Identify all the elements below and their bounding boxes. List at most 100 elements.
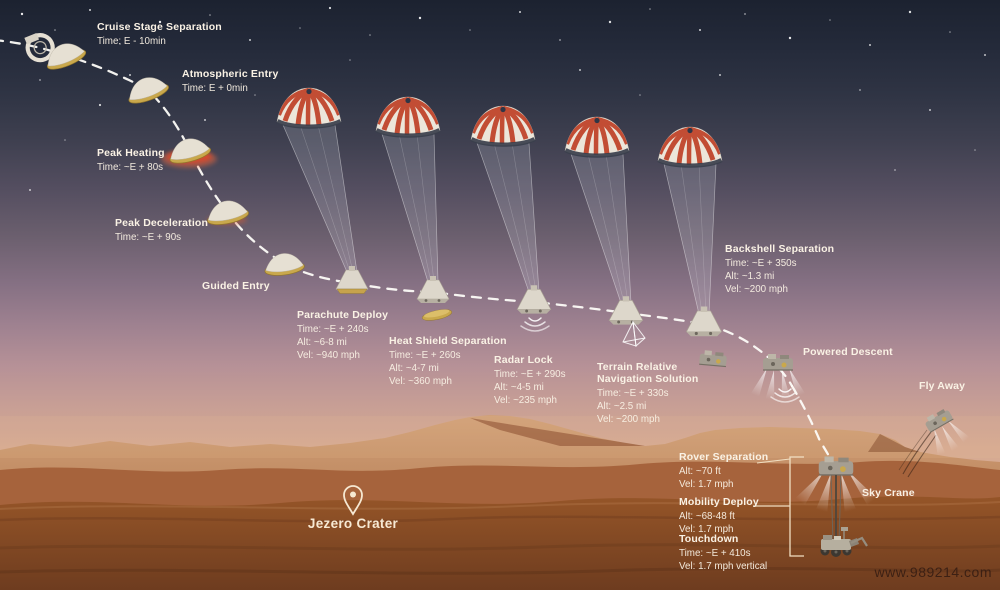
stage-vel: Vel: ~235 mph bbox=[494, 395, 557, 406]
label-peak-deceleration: Peak Deceleration Time: ~E + 90s bbox=[115, 217, 208, 244]
stage-time: Time: ~E + 410s bbox=[679, 548, 751, 559]
label-cruise-stage-separation: Cruise Stage Separation Time: E - 10min bbox=[97, 21, 222, 48]
label-parachute-deploy: Parachute Deploy Time: ~E + 240s Alt: ~6… bbox=[297, 309, 388, 362]
star bbox=[929, 109, 931, 111]
stage-title: Fly Away bbox=[919, 380, 966, 392]
star bbox=[984, 54, 986, 56]
label-backshell-separation: Backshell Separation Time: ~E + 350s Alt… bbox=[725, 243, 834, 296]
stage-vel: Vel: ~360 mph bbox=[389, 376, 452, 387]
peak-heating-capsule bbox=[161, 133, 217, 168]
foreground bbox=[343, 405, 970, 557]
stage-vel: Vel: ~200 mph bbox=[597, 414, 660, 425]
falling-heat-shield bbox=[422, 309, 452, 321]
cruise-stage-vehicle bbox=[24, 32, 89, 74]
sky-crane-vehicle bbox=[795, 455, 877, 557]
star bbox=[158, 20, 162, 24]
rover bbox=[820, 527, 868, 557]
label-powered-descent: Powered Descent bbox=[803, 346, 893, 360]
star bbox=[974, 149, 976, 151]
stage-time: Time: ~E + 90s bbox=[115, 232, 182, 243]
parachute-4 bbox=[565, 117, 646, 347]
label-rover-separation: Rover Separation Alt: ~70 ft Vel: 1.7 mp… bbox=[679, 451, 768, 491]
terrain bbox=[0, 415, 1000, 590]
stage-time: Time: E + 0min bbox=[182, 83, 248, 94]
stage-alt: Alt: ~4-7 mi bbox=[389, 363, 439, 374]
star bbox=[204, 119, 206, 121]
pyramid-marker-icon bbox=[622, 321, 646, 347]
stage-vel: Vel: 1.7 mph bbox=[679, 524, 734, 535]
stage-vel: Vel: 1.7 mph bbox=[679, 479, 734, 490]
label-atmospheric-entry: Atmospheric Entry Time: E + 0min bbox=[182, 68, 279, 95]
star bbox=[649, 8, 651, 10]
location-pin-icon bbox=[343, 485, 363, 516]
star bbox=[608, 20, 612, 24]
stage-title: Heat Shield Separation bbox=[389, 335, 507, 347]
star bbox=[299, 27, 301, 29]
stage-alt: Alt: ~70 ft bbox=[679, 466, 721, 477]
parachute-3 bbox=[471, 106, 552, 332]
star bbox=[89, 9, 91, 11]
star bbox=[894, 169, 896, 171]
star bbox=[54, 29, 56, 31]
parachute-2 bbox=[376, 97, 452, 321]
star bbox=[699, 29, 701, 31]
watermark: www.989214.com bbox=[874, 564, 992, 580]
star-field bbox=[20, 6, 986, 191]
stage-time: Time: ~E + 260s bbox=[389, 350, 461, 361]
trajectory-path-descent bbox=[790, 384, 835, 465]
star bbox=[469, 29, 471, 31]
parachute-1 bbox=[277, 88, 369, 294]
stage-alt: Alt: ~2.5 mi bbox=[597, 401, 647, 412]
star bbox=[859, 89, 861, 91]
stage-alt: Alt: ~4-5 mi bbox=[494, 382, 544, 393]
phase-bracket bbox=[753, 456, 804, 557]
stage-title: Atmospheric Entry bbox=[182, 68, 279, 80]
stage-time: Time: ~E + 290s bbox=[494, 369, 566, 380]
star bbox=[64, 139, 66, 141]
stage-title: Parachute Deploy bbox=[297, 309, 389, 321]
label-guided-entry: Guided Entry bbox=[202, 280, 270, 294]
label-heat-shield-separation: Heat Shield Separation Time: ~E + 260s A… bbox=[389, 335, 507, 388]
label-touchdown: Touchdown Time: ~E + 410s Vel: 1.7 mph v… bbox=[679, 533, 767, 573]
stage-title: Guided Entry bbox=[202, 280, 270, 292]
terrain-foreground bbox=[0, 496, 1000, 590]
star bbox=[349, 59, 351, 61]
stage-title: Radar Lock bbox=[494, 354, 553, 366]
stage-title: Powered Descent bbox=[803, 346, 893, 358]
stage-time: Time: ~E + 330s bbox=[597, 388, 669, 399]
star bbox=[418, 16, 422, 20]
star bbox=[98, 103, 102, 107]
star bbox=[788, 36, 792, 40]
label-terrain-relative-navigation: Terrain Relative Navigation Solution Tim… bbox=[597, 361, 707, 426]
stage-vel: Vel: ~940 mph bbox=[297, 350, 360, 361]
star bbox=[719, 74, 721, 76]
label-radar-lock: Radar Lock Time: ~E + 290s Alt: ~4-5 mi … bbox=[494, 354, 566, 407]
parachute-5 bbox=[658, 127, 722, 337]
star bbox=[328, 6, 332, 10]
stage-vel: Vel: 1.7 mph vertical bbox=[679, 561, 768, 572]
stage-title: Backshell Separation bbox=[725, 243, 835, 255]
label-fly-away: Fly Away bbox=[919, 380, 965, 394]
star bbox=[29, 189, 31, 191]
star bbox=[249, 39, 251, 41]
stage-alt: Alt: ~68-48 ft bbox=[679, 511, 735, 522]
stage-time: Time: ~E + 80s bbox=[97, 162, 164, 173]
label-mobility-deploy: Mobility Deploy Alt: ~68-48 ft Vel: 1.7 … bbox=[679, 496, 759, 536]
jezero-crater-label: Jezero Crater bbox=[307, 516, 399, 531]
stage-title: Peak Heating bbox=[97, 147, 165, 159]
star bbox=[949, 31, 951, 33]
star bbox=[744, 13, 746, 15]
star bbox=[829, 19, 831, 21]
stage-title: Terrain Relative Navigation Solution bbox=[597, 361, 699, 385]
star bbox=[139, 169, 141, 171]
stage-title: Peak Deceleration bbox=[115, 217, 209, 229]
radar-waves-icon bbox=[520, 317, 550, 332]
stage-title: Sky Crane bbox=[862, 487, 915, 499]
flyaway-cables bbox=[898, 429, 937, 478]
star bbox=[119, 43, 121, 45]
stage-alt: Alt: ~1.3 mi bbox=[725, 271, 775, 282]
stage-time: Time: E - 10min bbox=[97, 36, 166, 47]
label-peak-heating: Peak Heating Time: ~E + 80s bbox=[97, 147, 165, 174]
